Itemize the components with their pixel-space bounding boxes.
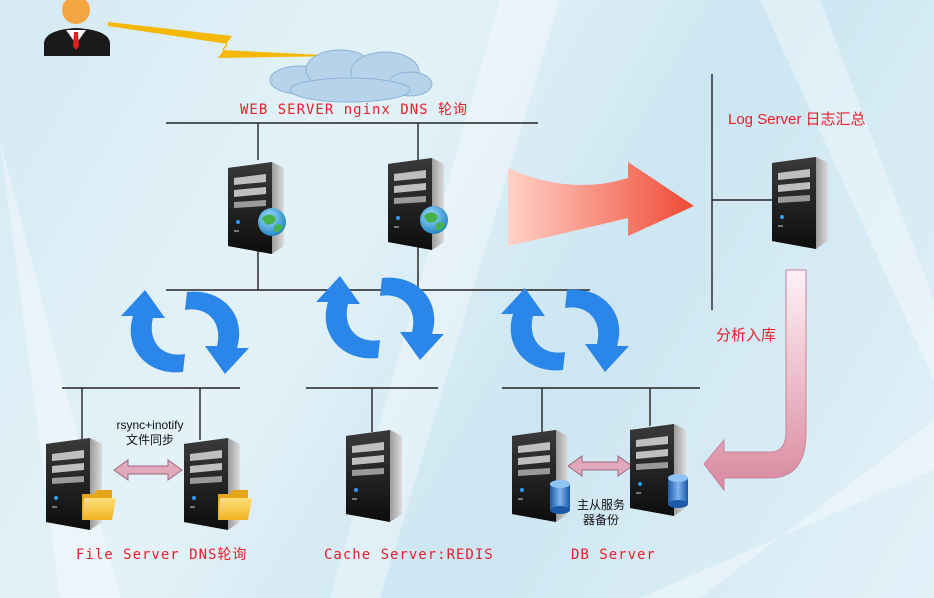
- database-icon: [668, 474, 688, 508]
- replication-label-line1: 主从服务: [576, 498, 625, 512]
- globe-icon: [420, 206, 448, 234]
- database-icon: [550, 480, 570, 514]
- cache-server-label: Cache Server:REDIS: [324, 547, 494, 563]
- lightning-icon: [108, 22, 344, 58]
- flow-arrow: [508, 162, 694, 246]
- analysis-arrow: [703, 269, 807, 492]
- log-server-label: Log Server 日志汇总: [728, 111, 866, 128]
- log-server-icon: [772, 157, 828, 249]
- cloud-icon: [269, 49, 433, 103]
- web-server-2-icon: [388, 158, 444, 250]
- analysis-label: 分析入库: [716, 327, 777, 344]
- rsync-label: rsync+inotify 文件同步: [108, 418, 192, 448]
- file-server-label: File Server DNS轮询: [76, 547, 248, 563]
- network-lines: [62, 74, 772, 440]
- replication-label: 主从服务 器备份: [570, 498, 632, 528]
- user-avatar-icon: [44, 0, 110, 56]
- globe-icon: [258, 208, 286, 236]
- folder-icon: [82, 490, 116, 520]
- file-sync-arrow: [113, 459, 183, 481]
- cycle-arrows-icon: [121, 290, 249, 374]
- db-replication-arrow: [567, 455, 633, 477]
- cycle-arrows-icon: [501, 288, 629, 372]
- cache-server-icon: [346, 430, 402, 522]
- db-server-label: DB Server: [571, 547, 656, 563]
- rsync-label-line2: 文件同步: [125, 433, 174, 447]
- web-server-label: WEB SERVER nginx DNS 轮询: [240, 102, 469, 118]
- folder-icon: [218, 490, 252, 520]
- rsync-label-line1: rsync+inotify: [116, 418, 184, 432]
- replication-label-line2: 器备份: [582, 513, 619, 527]
- web-server-1-icon: [228, 162, 284, 254]
